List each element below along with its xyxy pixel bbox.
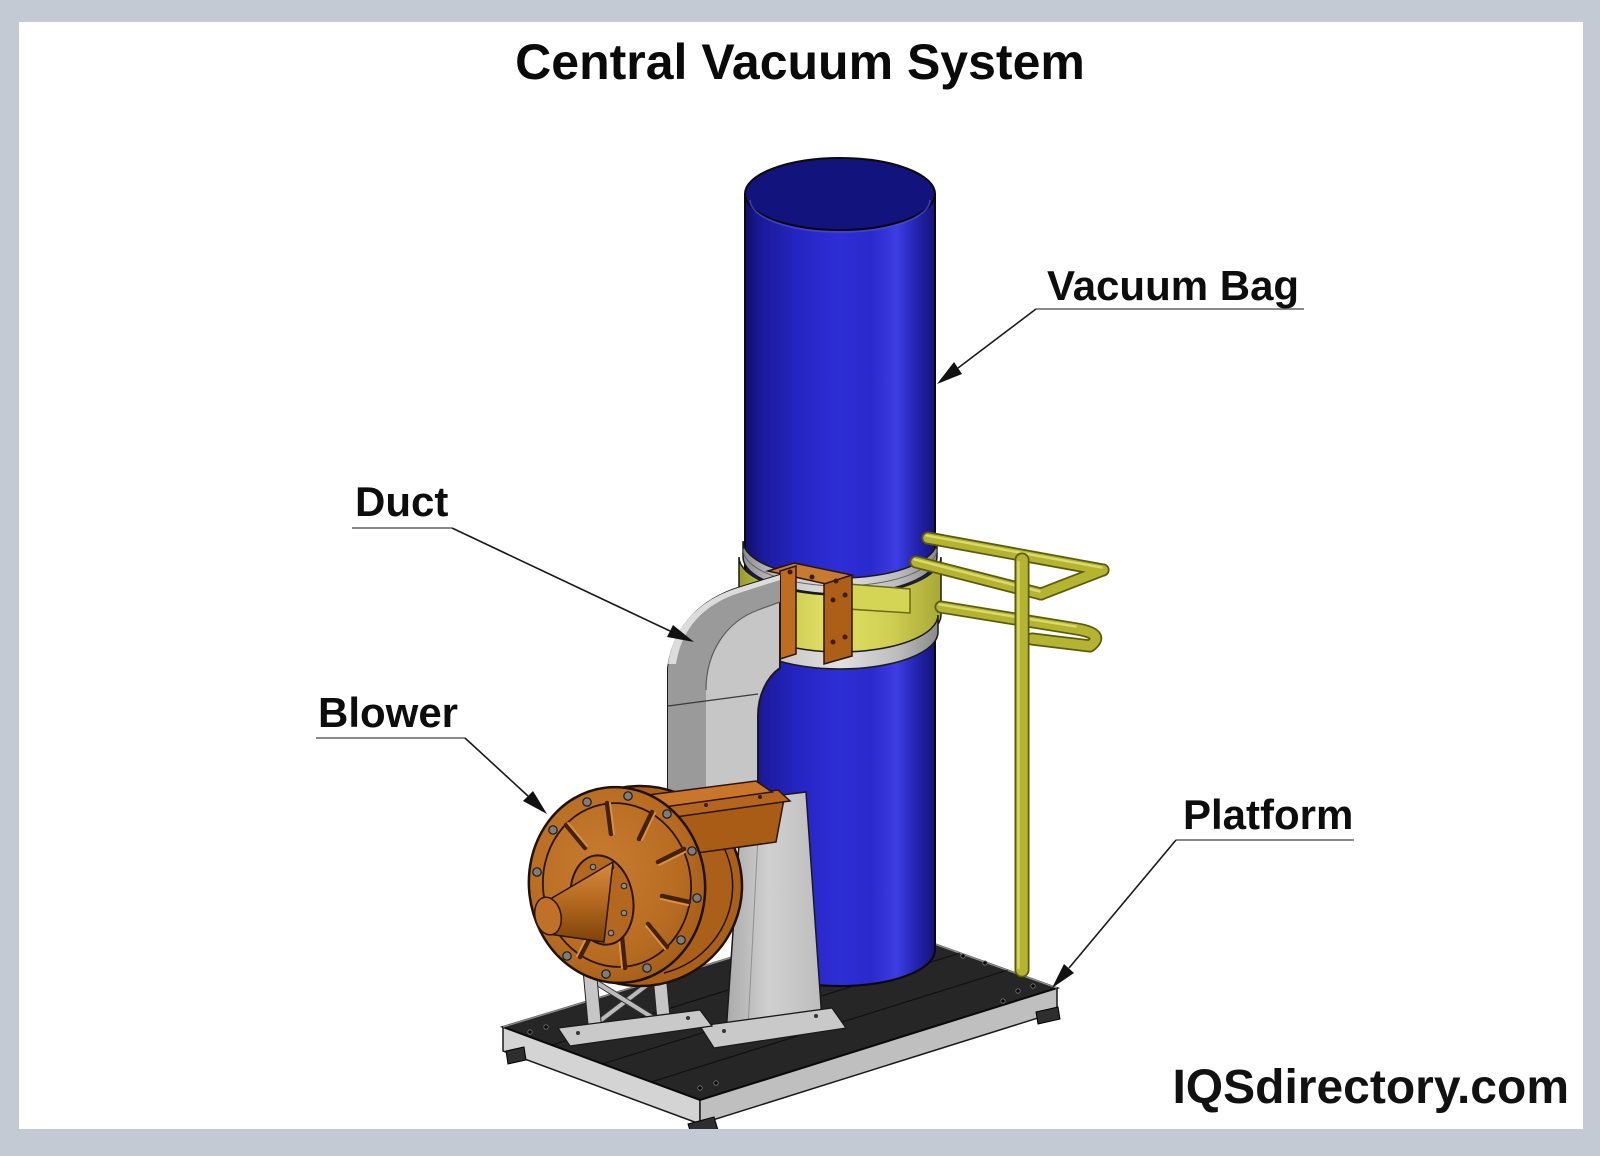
- blower-foot-plate: [556, 1009, 714, 1047]
- leader-vacuum-bag: [957, 308, 1037, 369]
- label-blower: Blower: [318, 689, 459, 736]
- arrowhead-platform: [1052, 964, 1074, 988]
- leader-blower: [464, 737, 529, 797]
- stand-foot-plate: [698, 1007, 848, 1049]
- duct-graphic: [667, 574, 781, 801]
- duct-flange-graphic: [765, 562, 855, 665]
- callout-leaders: [316, 308, 1354, 988]
- arrowhead-duct: [667, 625, 694, 642]
- duct-side-face: [668, 575, 780, 800]
- arrowhead-vacuum-bag: [937, 362, 962, 384]
- blower-graphic: [527, 780, 792, 988]
- label-duct: Duct: [355, 478, 449, 525]
- label-underlines: [316, 308, 1354, 841]
- label-vacuum-bag: Vacuum Bag: [1047, 262, 1300, 309]
- leader-platform: [1068, 839, 1177, 969]
- vacuum-bag-top: [744, 157, 936, 231]
- label-platform: Platform: [1183, 791, 1354, 838]
- blower-shaft: [533, 896, 563, 936]
- band-panel: [847, 583, 911, 614]
- stand-graphic: [556, 791, 848, 1049]
- leader-duct: [451, 527, 671, 632]
- page-title: Central Vacuum System: [515, 34, 1085, 90]
- support-frame-graphic: [909, 531, 1110, 978]
- watermark: IQSdirectory.com: [1172, 1061, 1569, 1114]
- duct-top-face: [668, 575, 780, 664]
- arrowhead-blower: [523, 791, 547, 814]
